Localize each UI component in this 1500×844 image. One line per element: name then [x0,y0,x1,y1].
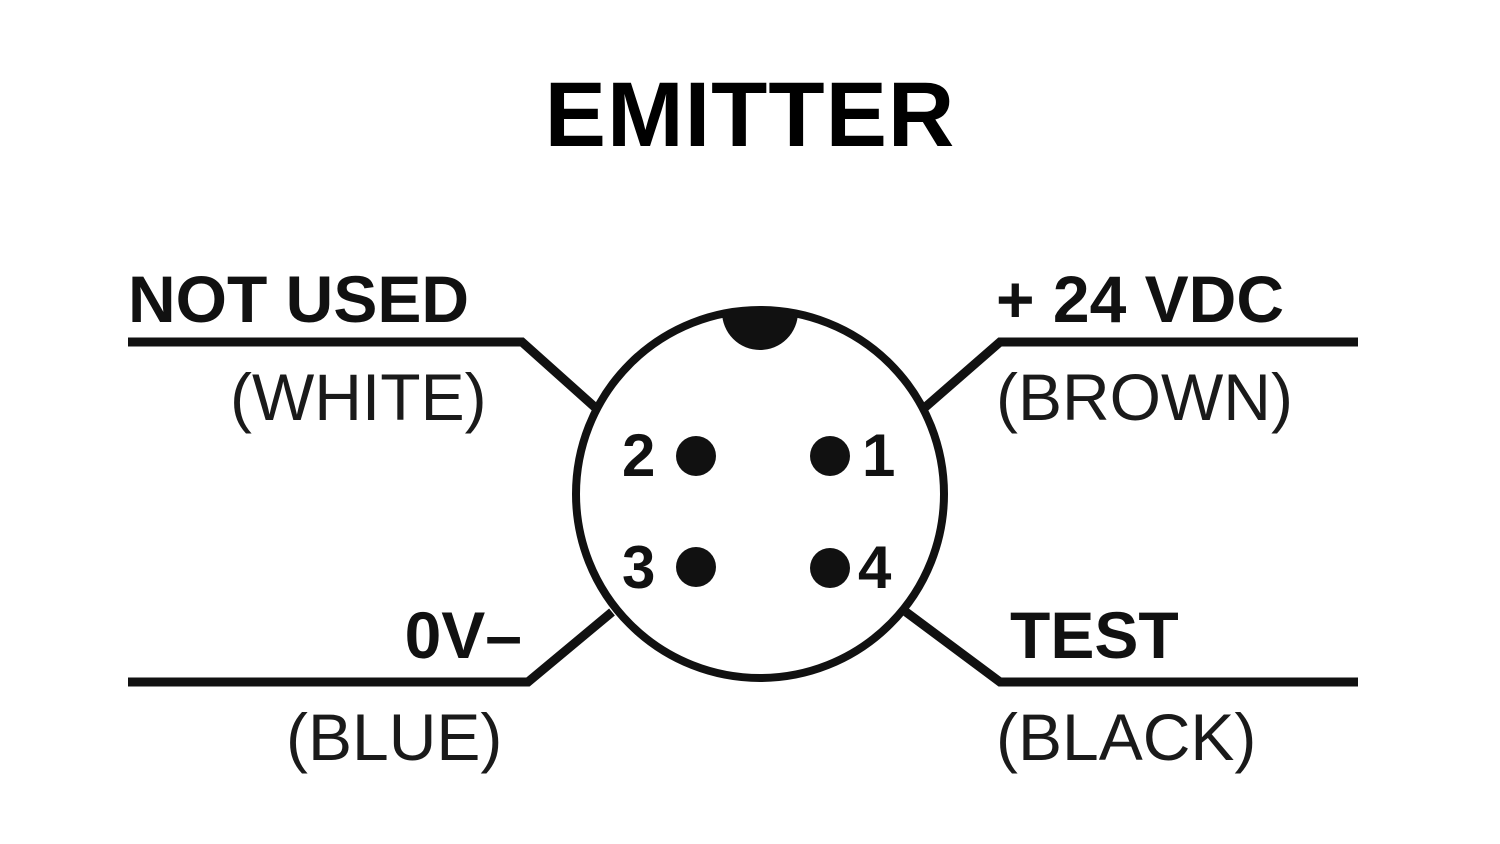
pin-dot-3 [676,547,716,587]
pin-1-function-label: + 24 VDC [996,262,1284,336]
pin-number-1: 1 [862,422,896,489]
pin-3-wire-color-label: (BLUE) [286,700,503,774]
lead-pin-2 [128,337,602,414]
pin-dot-2 [676,436,716,476]
lead-pin-4 [903,608,1358,687]
pin-4-function-label: TEST [1010,598,1179,672]
pin-number-3: 3 [622,534,656,601]
pin-4-wire-color-label: (BLACK) [996,700,1257,774]
lead-pin-1 [919,337,1358,414]
pin-2-function-label: NOT USED [128,262,470,336]
pin-2-wire-color-label: (WHITE) [230,360,487,434]
pin-3-function-label: 0V– [404,598,522,672]
key-notch-icon [722,312,798,350]
pin-1-wire-color-label: (BROWN) [996,360,1293,434]
pin-number-4: 4 [858,534,892,601]
pin-number-2: 2 [622,422,656,489]
pin-dot-1 [810,436,850,476]
pin-dot-4 [810,548,850,588]
lead-pin-3 [128,608,615,687]
diagram-title: EMITTER [544,64,956,166]
connector-body [572,306,948,682]
